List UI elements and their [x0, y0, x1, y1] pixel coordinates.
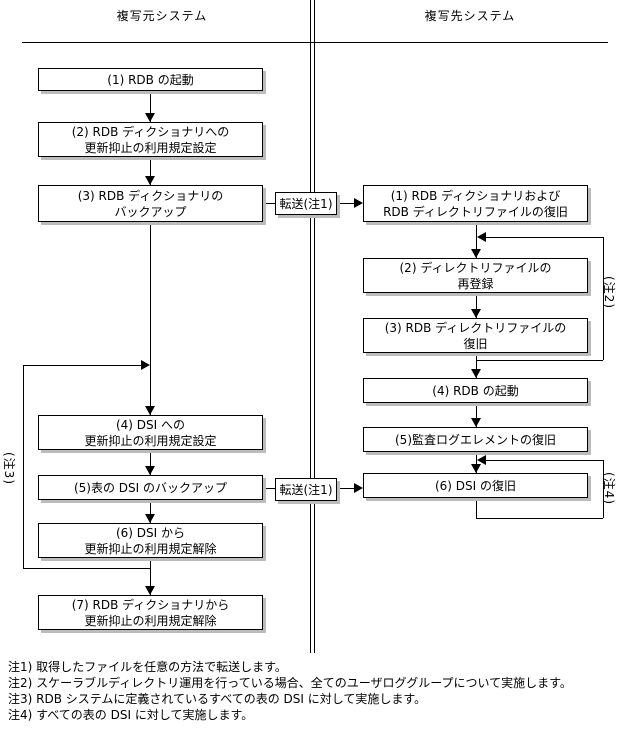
transfer-label-1: 転送(注1) [275, 192, 337, 215]
arrow-down-icon [145, 176, 155, 185]
dest-step-5-box: (5)監査ログエレメントの復旧 [363, 427, 588, 452]
transfer-line [263, 203, 275, 204]
step-label: 更新抑止の利用規定解除 [84, 541, 217, 556]
step-label: (6) DSI から [115, 525, 186, 540]
footnote-1: 注1) 取得したファイルを任意の方法で転送します。 [8, 660, 287, 674]
transfer-line [337, 488, 355, 489]
loop2-line [486, 237, 603, 238]
arrow-left-icon [477, 232, 486, 242]
column-divider-line-left [310, 0, 311, 653]
flow-line [150, 450, 151, 475]
loop2-line [603, 237, 604, 360]
source-step-1-box: (1) RDB の起動 [38, 68, 263, 91]
dest-step-4-box: (4) RDB の起動 [363, 378, 588, 403]
step-label: (6) DSI の復旧 [434, 478, 517, 493]
flow-line [150, 222, 151, 415]
arrow-down-icon [145, 514, 155, 523]
source-column-title: 複写元システム [116, 9, 208, 23]
step-label: (4) RDB の起動 [432, 383, 519, 398]
loop3-line [23, 365, 24, 568]
step-label: 更新抑止の利用規定解除 [84, 613, 217, 628]
loop2-line [477, 360, 603, 361]
flow-line [476, 403, 477, 427]
step-label: (5)監査ログエレメントの復旧 [395, 432, 556, 447]
source-step-2-box: (2) RDB ディクショナリへの 更新抑止の利用規定設定 [38, 122, 263, 157]
dest-step-1-box: (1) RDB ディクショナリおよび RDB ディレクトリファイルの復旧 [363, 185, 588, 222]
step-label: 復旧 [463, 336, 488, 351]
step-label: バックアップ [114, 204, 187, 219]
step-label: 更新抑止の利用規定設定 [84, 140, 217, 155]
step-label: (1) RDB ディクショナリおよび [390, 188, 561, 203]
transfer-label-2: 転送(注1) [275, 478, 337, 501]
arrow-right-icon [141, 360, 150, 370]
header-rule [22, 42, 608, 43]
loop2-note-label: (注2) [602, 276, 616, 309]
source-step-4-box: (4) DSI への 更新抑止の利用規定設定 [38, 415, 263, 450]
flow-line [476, 222, 477, 258]
step-label: 更新抑止の利用規定設定 [84, 433, 217, 448]
step-label: (4) DSI への [115, 417, 186, 432]
source-step-7-box: (7) RDB ディクショナリから 更新抑止の利用規定解除 [38, 595, 263, 630]
loop4-note-label: (注4) [602, 472, 616, 505]
footnotes: 注1) 取得したファイルを任意の方法で転送します。 注2) スケーラブルディレク… [8, 659, 620, 723]
column-divider-line-right [314, 0, 315, 653]
arrow-right-icon [354, 198, 363, 208]
source-step-6-box: (6) DSI から 更新抑止の利用規定解除 [38, 523, 263, 558]
step-label: 再登録 [457, 276, 494, 291]
arrow-down-icon [471, 464, 481, 473]
source-step-3-box: (3) RDB ディクショナリの バックアップ [38, 185, 263, 222]
flow-line [476, 353, 477, 378]
dest-step-2-box: (2) ディレクトリファイルの 再登録 [363, 258, 588, 293]
flow-line [150, 500, 151, 523]
arrow-down-icon [471, 309, 481, 318]
arrow-down-icon [145, 406, 155, 415]
arrow-down-icon [145, 586, 155, 595]
loop3-line [23, 568, 150, 569]
arrow-left-icon [477, 455, 486, 465]
arrow-down-icon [471, 369, 481, 378]
arrow-right-icon [354, 483, 363, 493]
dest-step-3-box: (3) RDB ディレクトリファイルの 復旧 [363, 318, 588, 353]
dest-column-title: 複写先システム [424, 9, 516, 23]
flow-line [150, 558, 151, 595]
arrow-down-icon [471, 249, 481, 258]
step-label: (2) ディレクトリファイルの [399, 260, 552, 275]
loop4-line [603, 460, 604, 518]
flow-line [476, 452, 477, 473]
loop3-note-label: (注3) [2, 452, 16, 485]
dest-step-6-box: (6) DSI の復旧 [363, 473, 588, 498]
transfer-line [263, 488, 275, 489]
flow-line [150, 157, 151, 185]
step-label: (3) RDB ディクショナリの [77, 188, 224, 203]
loop3-line [23, 365, 141, 366]
step-label: RDB ディレクトリファイルの復旧 [383, 204, 568, 219]
footnote-3: 注3) RDB システムに定義されているすべての表の DSI に対して実施します… [8, 692, 427, 706]
step-label: (7) RDB ディクショナリから [71, 597, 230, 612]
arrow-down-icon [145, 113, 155, 122]
footnote-2: 注2) スケーラブルディレクトリ運用を行っている場合、全てのユーザロググループに… [8, 676, 572, 690]
flow-line [150, 91, 151, 122]
flow-line [476, 293, 477, 318]
step-label: (2) RDB ディクショナリへの [71, 124, 230, 139]
transfer-line [337, 203, 355, 204]
step-label: (5)表の DSI のバックアップ [73, 480, 228, 495]
arrow-down-icon [471, 418, 481, 427]
step-label: (3) RDB ディレクトリファイルの [384, 320, 567, 335]
loop4-line [476, 498, 477, 518]
source-step-5-box: (5)表の DSI のバックアップ [38, 475, 263, 500]
footnote-4: 注4) すべての表の DSI に対して実施します。 [8, 708, 254, 722]
loop4-line [476, 518, 603, 519]
arrow-down-icon [145, 466, 155, 475]
step-label: (1) RDB の起動 [107, 72, 194, 87]
loop4-line [486, 460, 603, 461]
